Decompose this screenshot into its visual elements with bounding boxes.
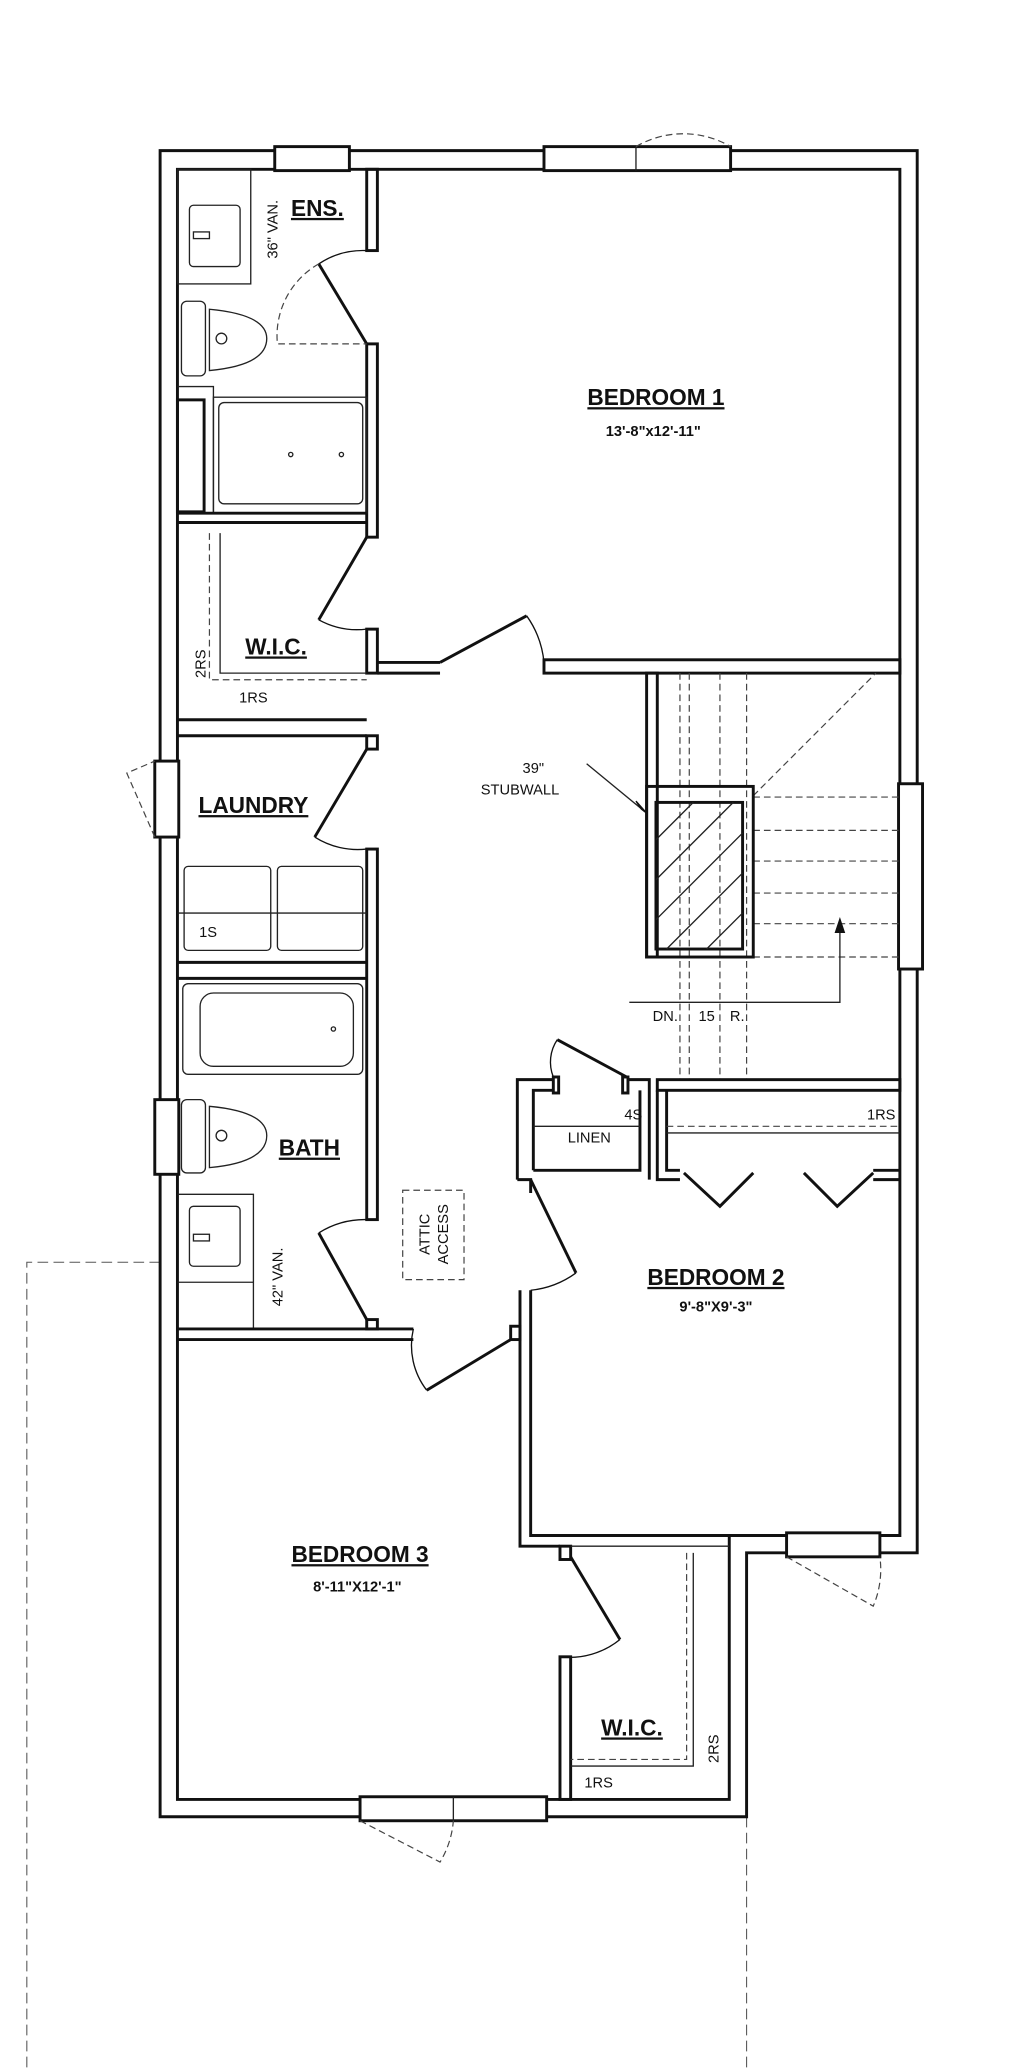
stubwall-label: STUBWALL bbox=[481, 782, 559, 798]
bath-vanity-label: 42" VAN. bbox=[271, 1248, 287, 1307]
bedroom2-closet-shelf: 1RS bbox=[867, 1108, 896, 1124]
linen-shelves: 4S bbox=[624, 1108, 642, 1124]
window-stair bbox=[897, 782, 925, 971]
stair-direction: DN. bbox=[653, 1009, 678, 1025]
laundry: LAUNDRY 1S bbox=[177, 734, 379, 1222]
dryer-icon bbox=[276, 865, 364, 952]
walk-in-closet-3: W.I.C. 2RS 1RS bbox=[570, 1545, 730, 1791]
bifold-door bbox=[802, 1171, 875, 1209]
stubwall-size: 39" bbox=[523, 761, 545, 777]
linen-closet: LINEN 4S bbox=[515, 1038, 651, 1180]
linen-label: LINEN bbox=[568, 1130, 611, 1146]
window-bedroom2 bbox=[785, 1531, 882, 1559]
ensuite-vanity-label: 36" VAN. bbox=[265, 200, 281, 259]
bifold-door bbox=[682, 1171, 755, 1209]
wic3-label: W.I.C. bbox=[601, 1714, 663, 1740]
staircase: 39" STUBWALL DN. 15 R. bbox=[481, 671, 902, 1092]
wic3-shelf-side: 2RS bbox=[707, 1734, 723, 1763]
attic-label-1: ATTIC bbox=[417, 1213, 433, 1255]
wic1-shelf-side: 2RS bbox=[193, 649, 209, 678]
bedroom3-label: BEDROOM 3 bbox=[291, 1541, 428, 1567]
windows bbox=[126, 133, 925, 1863]
window-laundry bbox=[153, 759, 181, 839]
stair-risers-unit: R. bbox=[730, 1009, 745, 1025]
wic3-shelf-bottom: 1RS bbox=[584, 1775, 613, 1791]
bedroom1-label: BEDROOM 1 bbox=[587, 384, 724, 410]
bedroom-3: BEDROOM 3 8'-11"X12'-1" bbox=[177, 1290, 730, 1801]
bedroom2-size: 9'-8"X9'-3" bbox=[679, 1300, 752, 1316]
exterior-outline bbox=[26, 1261, 748, 2070]
bedroom-1: BEDROOM 1 13'-8"x12'-11" bbox=[377, 384, 902, 675]
window-bedroom1 bbox=[542, 145, 733, 173]
attic-access: ATTIC ACCESS bbox=[402, 1189, 465, 1281]
washer-icon bbox=[183, 865, 272, 952]
walk-in-closet-1: W.I.C. 2RS 1RS bbox=[177, 533, 379, 738]
ensuite-label: ENS. bbox=[291, 195, 344, 221]
ensuite: ENS. 36" VAN. bbox=[175, 167, 379, 539]
sink-icon bbox=[188, 204, 241, 268]
toilet-tank-icon bbox=[180, 300, 207, 377]
window-ensuite bbox=[273, 145, 351, 173]
toilet-tank-icon bbox=[180, 1098, 207, 1174]
bath-label: BATH bbox=[279, 1135, 340, 1161]
wic1-shelf-bottom: 1RS bbox=[239, 690, 268, 706]
stubwall bbox=[645, 784, 755, 959]
attic-label-2: ACCESS bbox=[436, 1204, 452, 1264]
sink-icon bbox=[188, 1205, 241, 1267]
bedroom2-label: BEDROOM 2 bbox=[647, 1264, 784, 1290]
toilet-bowl-icon bbox=[208, 1105, 268, 1169]
wic1-label: W.I.C. bbox=[245, 633, 307, 659]
toilet-bowl-icon bbox=[208, 308, 268, 372]
bedroom-2: 1RS BEDROOM 2 9'-8"X9'-3" bbox=[517, 1090, 900, 1316]
bath: BATH 42" VAN. bbox=[177, 983, 379, 1331]
bedroom1-size: 13'-8"x12'-11" bbox=[606, 424, 701, 440]
stair-risers: 15 bbox=[698, 1009, 714, 1025]
bathtub-icon bbox=[182, 983, 364, 1075]
window-bath bbox=[153, 1098, 181, 1176]
laundry-label: LAUNDRY bbox=[198, 792, 308, 818]
laundry-shelf: 1S bbox=[199, 925, 217, 941]
bedroom3-size: 8'-11"X12'-1" bbox=[313, 1579, 402, 1595]
